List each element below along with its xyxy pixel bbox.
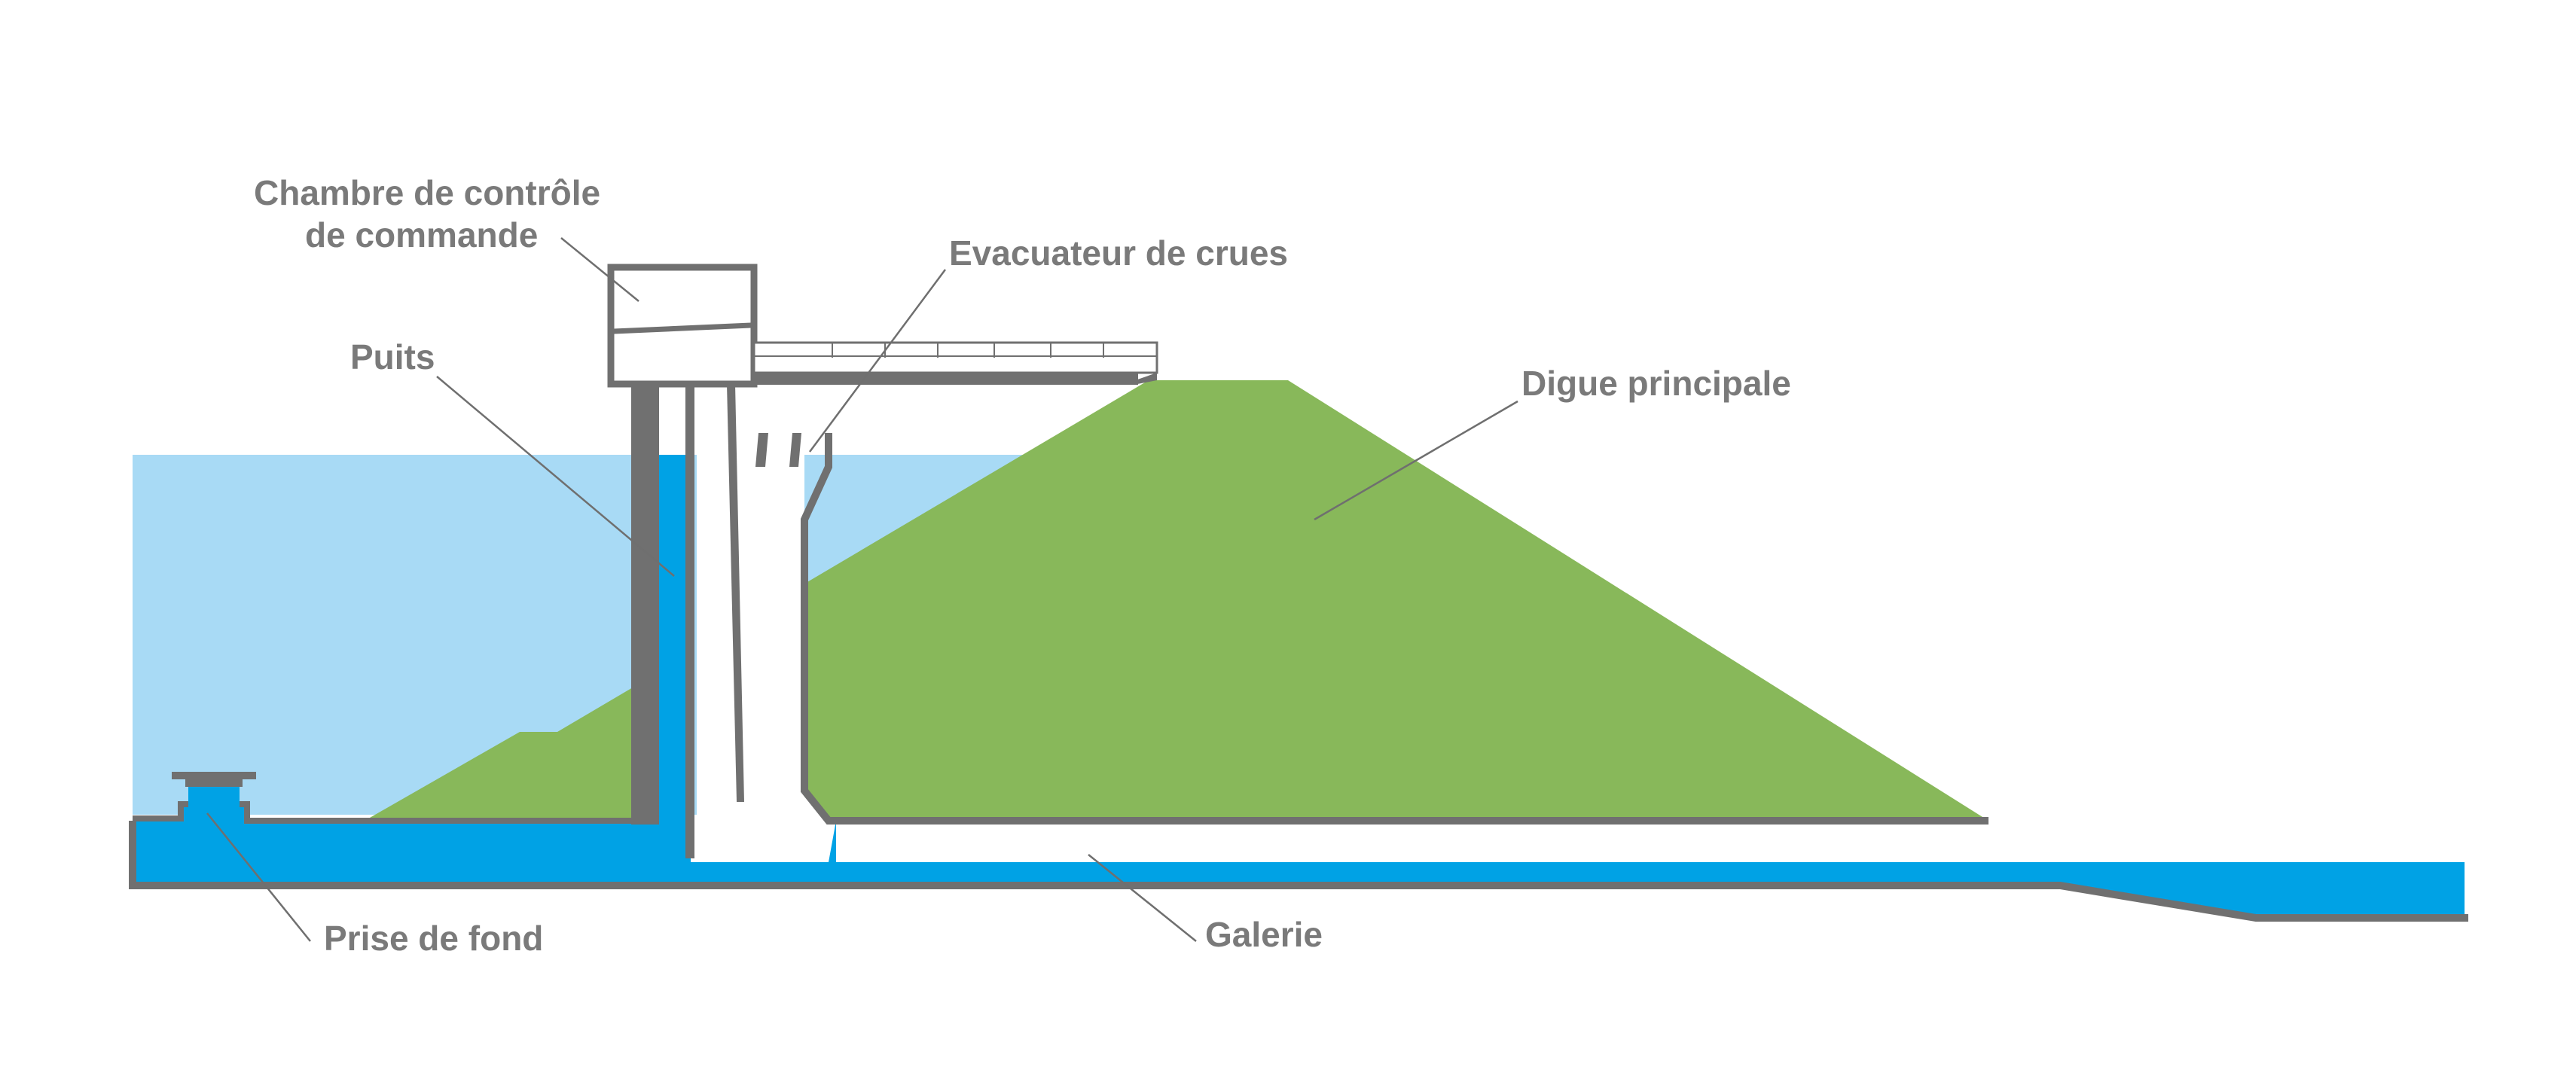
leader-lines xyxy=(206,237,1518,942)
gallery-water xyxy=(133,783,2465,914)
main-dam-embankment xyxy=(798,380,1988,821)
label-main-dam: Digue principale xyxy=(1521,364,1791,403)
label-control-room-line2: de commande xyxy=(305,215,538,255)
label-shaft: Puits xyxy=(350,337,435,376)
label-gallery: Galerie xyxy=(1205,915,1323,954)
label-control-room-line1: Chambre de contrôle xyxy=(254,173,600,212)
access-bridge xyxy=(752,341,1158,385)
label-spillway: Evacuateur de crues xyxy=(949,233,1288,273)
label-bottom-intake: Prise de fond xyxy=(324,919,543,958)
structure-walls xyxy=(129,264,2468,922)
shaft-interior xyxy=(691,388,829,855)
upstream-berm xyxy=(365,687,633,821)
